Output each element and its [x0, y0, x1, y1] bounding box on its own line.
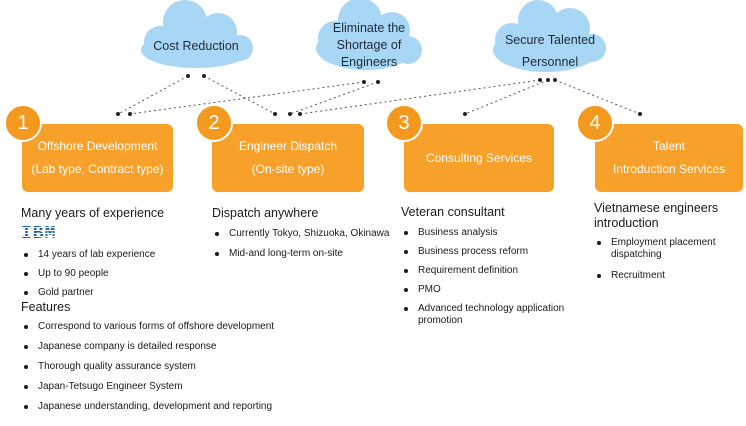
list-item: Up to 90 people: [21, 268, 341, 280]
consulting-heading: Veteran consultant: [401, 205, 505, 219]
card-title-line1: Talent: [652, 139, 686, 153]
card-talent-introduction: Talent Introduction Services: [595, 124, 743, 192]
list-item: Japanese company is detailed response: [21, 341, 341, 353]
list-item: Requirement definition: [401, 265, 591, 277]
list-item: Japan-Tetsugo Engineer System: [21, 381, 341, 393]
card-title-line1: Consulting Services: [425, 150, 533, 165]
badge-number-2: 2: [195, 104, 233, 142]
badge-number-3: 3: [385, 104, 423, 142]
list-item: PMO: [401, 284, 591, 296]
cloud-label-cost-reduction: Cost Reduction: [153, 39, 239, 53]
dispatch-list: Currently Tokyo, Shizuoka, Okinawa Mid-a…: [212, 228, 402, 260]
cloud-secure-talented: [493, 0, 606, 72]
list-item: 14 years of lab experience: [21, 249, 341, 261]
connector-dots: [116, 74, 642, 116]
ibm-logo: IBM: [21, 225, 341, 243]
card-offshore-development: Offshore Development (Lab type, Contract…: [22, 124, 173, 192]
details-dispatch: Dispatch anywhere Currently Tokyo, Shizu…: [212, 206, 402, 267]
list-item: Mid-and long-term on-site: [212, 248, 402, 260]
offshore-heading: Many years of experience: [21, 206, 165, 220]
list-item: Thorough quality assurance system: [21, 361, 341, 373]
details-talent: Vietnamese engineers introduction Employ…: [594, 201, 744, 289]
card-engineer-dispatch: Engineer Dispatch (On-site type): [212, 124, 364, 192]
list-item: Business analysis: [401, 227, 591, 239]
talent-heading: Vietnamese engineers introduction: [594, 201, 719, 230]
list-item: Employment placement dispatching: [594, 237, 744, 261]
card-consulting-services: Consulting Services: [404, 124, 554, 192]
badge-number-1: 1: [4, 104, 42, 142]
list-item: Correspond to various forms of offshore …: [21, 321, 341, 333]
cloud-label-eliminate-shortage: Eliminate the Shortage of Engineers: [332, 21, 406, 69]
talent-list: Employment placement dispatching Recruit…: [594, 237, 744, 282]
cloud-eliminate-shortage: [316, 0, 422, 70]
dispatch-heading: Dispatch anywhere: [212, 206, 319, 220]
card-title-line1: Engineer Dispatch: [238, 139, 338, 153]
cloud-cost-reduction: [141, 0, 253, 68]
list-item: Recruitment: [594, 270, 744, 282]
details-consulting: Veteran consultant Business analysis Bus…: [401, 205, 591, 334]
list-item: Advanced technology application promotio…: [401, 303, 591, 327]
details-offshore: Many years of experience IBM 14 years of…: [21, 206, 341, 413]
card-title-line2: (Lab type, Contract type): [31, 162, 164, 176]
badge-number-4: 4: [576, 104, 614, 142]
list-item: Currently Tokyo, Shizuoka, Okinawa: [212, 228, 402, 240]
offshore-list: 14 years of lab experience Up to 90 peop…: [21, 249, 341, 299]
list-item: Business process reform: [401, 246, 591, 258]
list-item: Gold partner: [21, 287, 341, 299]
consulting-list: Business analysis Business process refor…: [401, 227, 591, 327]
features-list: Correspond to various forms of offshore …: [21, 321, 341, 413]
cloud-label-secure-talented: Secure Talented Personnel: [504, 33, 596, 69]
features-heading: Features: [21, 300, 71, 314]
card-title-line2: (On-site type): [251, 162, 325, 176]
card-title-line2: Introduction Services: [612, 162, 726, 176]
card-title-line1: Offshore Development: [37, 139, 158, 153]
connector-lines: [117, 75, 641, 115]
list-item: Japanese understanding, development and …: [21, 401, 341, 413]
